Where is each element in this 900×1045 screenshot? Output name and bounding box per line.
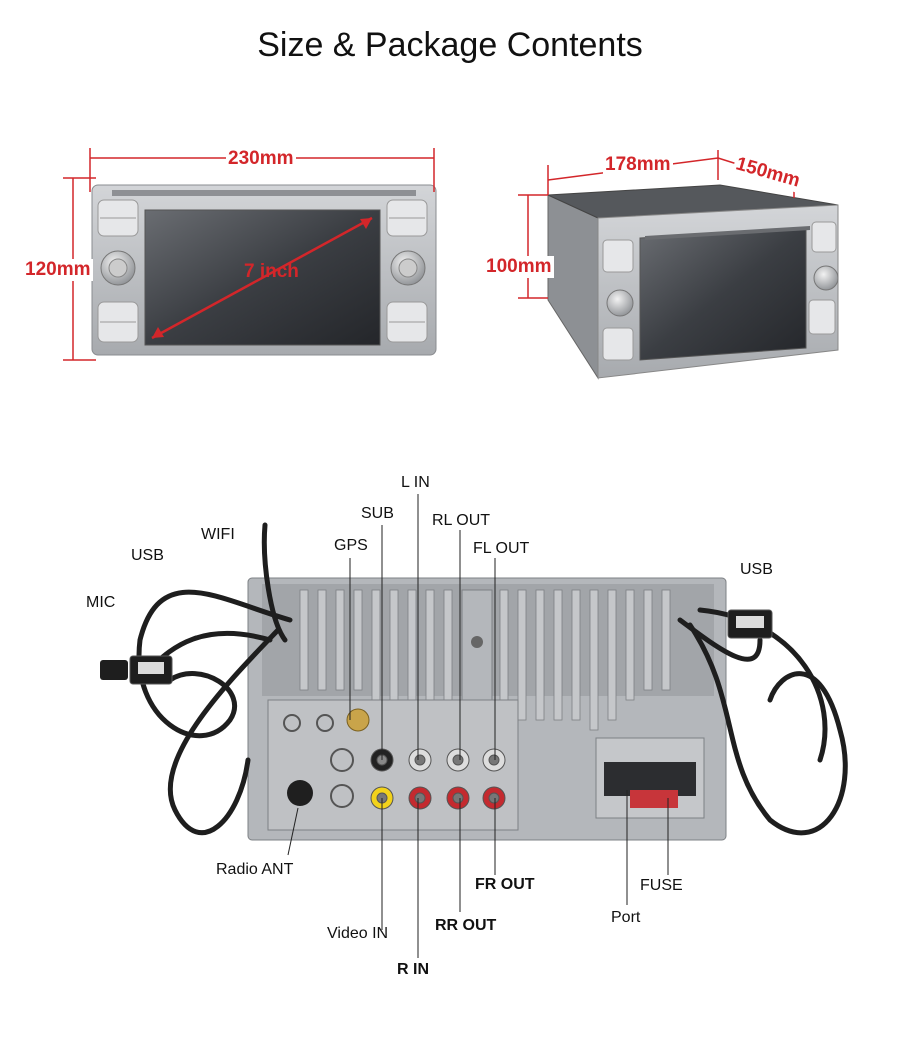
- side-width-dimension: 178mm: [603, 154, 673, 176]
- fl-out-label: FL OUT: [473, 540, 530, 557]
- rr-out-label: RR OUT: [435, 917, 497, 934]
- fr-out-label: FR OUT: [475, 876, 535, 893]
- wifi-label: WIFI: [201, 526, 235, 543]
- fuse-label: FUSE: [640, 877, 683, 894]
- callout-lines: [287, 494, 669, 958]
- gps-label: GPS: [334, 537, 368, 554]
- video-in-label: Video IN: [327, 925, 389, 942]
- side-view: [547, 184, 839, 380]
- usb-left-label: USB: [131, 547, 164, 564]
- height-dimension: 120mm: [23, 259, 93, 281]
- page-title: Size & Package Contents: [257, 26, 643, 64]
- rear-view: [247, 577, 727, 841]
- sub-label: SUB: [361, 505, 394, 522]
- usb-right-label: USB: [740, 561, 773, 578]
- rl-out-label: RL OUT: [432, 512, 491, 529]
- front-view: [91, 184, 437, 356]
- mic-plug: [100, 660, 128, 680]
- screen-size-label: 7 inch: [244, 261, 299, 282]
- mic-label: MIC: [86, 594, 116, 611]
- side-height-dimension: 100mm: [484, 256, 554, 278]
- radio-ant-label: Radio ANT: [216, 861, 294, 878]
- width-dimension: 230mm: [226, 148, 296, 170]
- l-in-label: L IN: [401, 474, 430, 491]
- r-in-label: R IN: [397, 961, 429, 978]
- port-label: Port: [611, 909, 641, 926]
